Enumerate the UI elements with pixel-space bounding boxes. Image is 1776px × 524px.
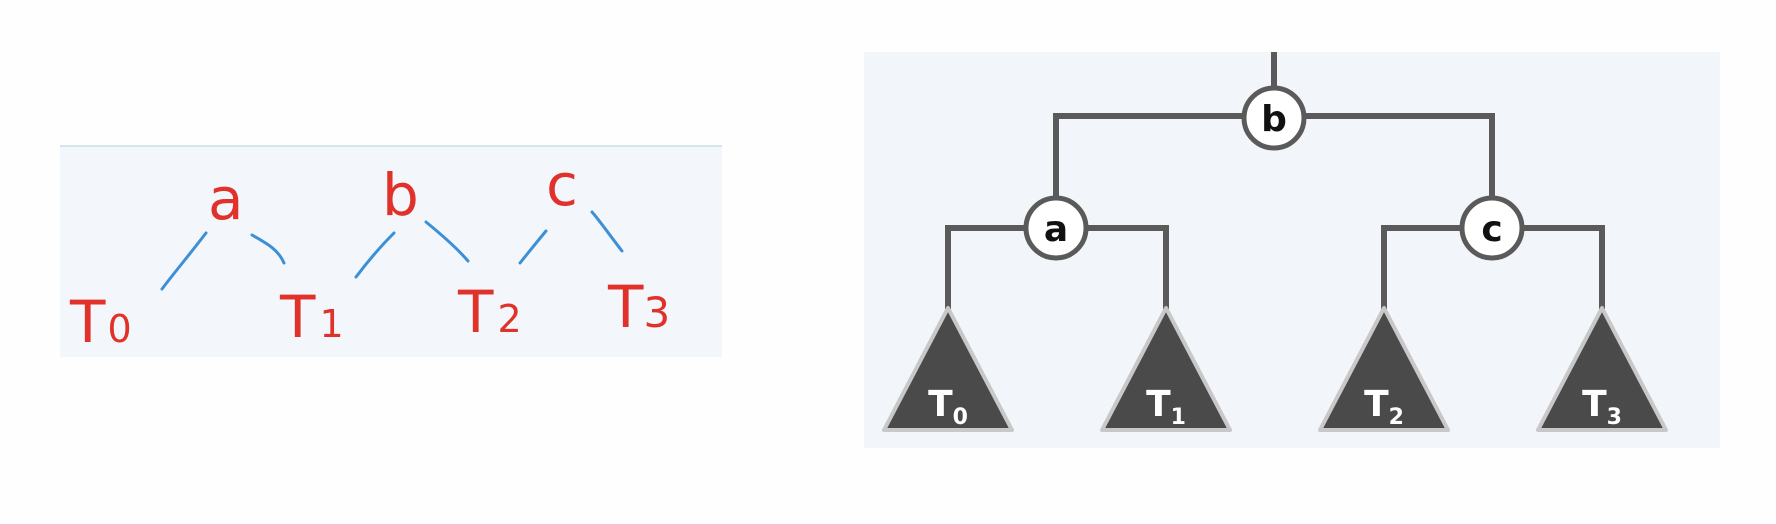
- subtree-label: T1: [1146, 384, 1186, 430]
- subtree-triangle-t3: T3: [1536, 306, 1668, 432]
- link-a-t1: [250, 233, 286, 265]
- subtree-triangle-t1: T1: [1100, 306, 1232, 432]
- subtree-label: T3: [1582, 384, 1622, 430]
- leaf-label: T0: [69, 288, 132, 356]
- tree-node-a: a: [1023, 195, 1089, 261]
- edge-a-t1: [1088, 225, 1169, 314]
- edge-b-a: [1053, 113, 1242, 200]
- edge-c-t2: [1381, 225, 1460, 314]
- leaf-label: T3: [607, 273, 670, 341]
- node-label: a: [208, 165, 244, 233]
- subtree-triangle-t0: T0: [882, 306, 1014, 432]
- tree-diagram: b a c T0 T1 T2 T3: [882, 52, 1668, 432]
- subtree-triangle-t2: T2: [1318, 306, 1450, 432]
- link-c-t3: [590, 210, 624, 253]
- link-b-t2: [424, 220, 470, 263]
- node-label: c: [546, 151, 578, 219]
- link-t2-c: [518, 229, 548, 265]
- edge-a-t0: [945, 225, 1024, 314]
- tree-node-c: c: [1459, 195, 1525, 261]
- edge-c-t3: [1524, 225, 1605, 314]
- node-label: b: [1261, 99, 1287, 140]
- subtree-label: T2: [1364, 384, 1404, 430]
- edge-b-c: [1306, 113, 1495, 200]
- node-label: a: [1044, 209, 1068, 250]
- node-label: c: [1481, 209, 1502, 250]
- node-label: b: [382, 161, 419, 229]
- tree-node-b: b: [1241, 85, 1307, 151]
- subtree-label: T0: [928, 384, 968, 430]
- link-t1-b: [354, 231, 396, 279]
- tree-diagram-panel: b a c T0 T1 T2 T3: [864, 52, 1720, 448]
- link-t0-a: [160, 231, 208, 291]
